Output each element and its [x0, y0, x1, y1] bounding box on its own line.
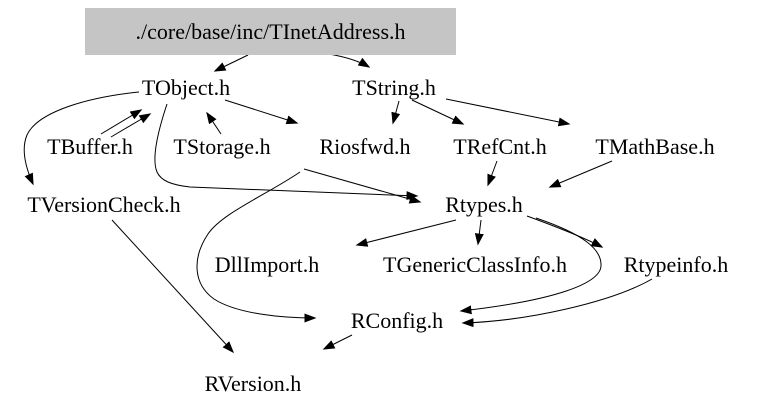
node-dllimport[interactable]: DllImport.h — [214, 252, 320, 277]
edge-tinetaddress-tobject — [213, 54, 249, 72]
node-tgenericclassinfo[interactable]: TGenericClassInfo.h — [383, 252, 567, 277]
edge-rtypes-tgenericclassinfo — [474, 219, 484, 246]
edge-rtypes-rconfig — [459, 217, 602, 315]
edge-tobject-tversioncheck — [23, 91, 140, 186]
edge-rtypeinfo-rconfig — [461, 278, 653, 328]
node-tobject[interactable]: TObject.h — [141, 75, 231, 100]
node-tmathbase[interactable]: TMathBase.h — [595, 134, 715, 159]
node-tstorage[interactable]: TStorage.h — [173, 134, 271, 159]
edge-tstring-tmathbase — [445, 98, 571, 127]
node-riosfwd[interactable]: Riosfwd.h — [319, 134, 411, 159]
edge-rtypes-dllimport — [355, 219, 457, 247]
edge-tbuffer-tobject — [100, 109, 143, 135]
edge-tobject-rtypes — [154, 103, 419, 201]
node-trefcnt[interactable]: TRefCnt.h — [453, 134, 547, 159]
edge-riosfwd-rconfig — [196, 171, 317, 323]
node-tinetaddress: ./core/base/inc/TInetAddress.h — [85, 8, 456, 55]
node-rversion[interactable]: RVersion.h — [204, 371, 302, 396]
edge-tobject-riosfwd — [224, 99, 299, 125]
edge-tinetaddress-tstring — [328, 53, 371, 68]
node-tbuffer[interactable]: TBuffer.h — [47, 134, 133, 159]
edge-riosfwd-rtypes — [303, 168, 422, 204]
edge-tmathbase-rtypes — [548, 160, 613, 188]
edge-tstorage-tobject — [206, 111, 222, 135]
edge-trefcnt-rtypes — [487, 160, 498, 187]
edge-tstring-trefcnt — [411, 99, 465, 125]
edge-rconfig-rversion — [322, 334, 353, 350]
edge-tobject-tbuffer — [110, 113, 152, 138]
node-rtypeinfo[interactable]: Rtypeinfo.h — [623, 252, 729, 277]
node-tstring[interactable]: TString.h — [352, 75, 436, 100]
edge-tstring-riosfwd — [391, 100, 401, 125]
node-tversioncheck[interactable]: TVersionCheck.h — [27, 192, 181, 217]
node-rconfig[interactable]: RConfig.h — [350, 308, 444, 333]
edge-rtypes-rtypeinfo — [526, 215, 604, 248]
edge-tversioncheck-rversion — [111, 219, 235, 354]
node-rtypes[interactable]: Rtypes.h — [445, 192, 523, 217]
